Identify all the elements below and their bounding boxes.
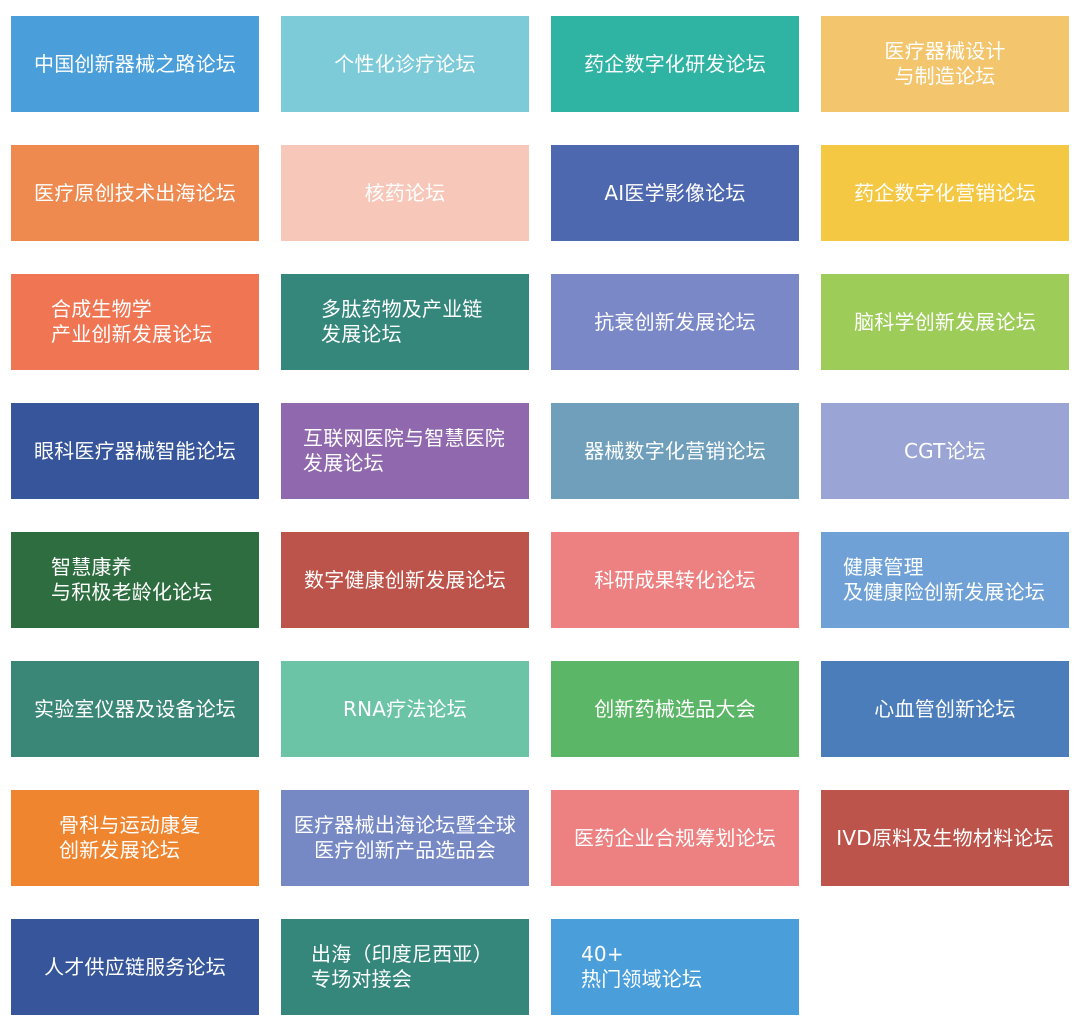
forum-tile-label: 医药企业合规筹划论坛 [574, 825, 776, 850]
forum-tile-peptide-drugs[interactable]: 多肽药物及产业链 发展论坛 [281, 274, 529, 370]
forum-tile-cardiovascular[interactable]: 心血管创新论坛 [821, 661, 1069, 757]
forum-tile-ai-medical-imaging[interactable]: AI医学影像论坛 [551, 145, 799, 241]
forum-tile-label: 互联网医院与智慧医院 发展论坛 [303, 426, 505, 475]
forum-tile-device-digital-marketing[interactable]: 器械数字化营销论坛 [551, 403, 799, 499]
forum-tile-anti-aging[interactable]: 抗衰创新发展论坛 [551, 274, 799, 370]
forum-tile-label: 40+ 热门领域论坛 [581, 942, 703, 991]
forum-tile-personalized-treatment[interactable]: 个性化诊疗论坛 [281, 16, 529, 112]
forum-tile-original-tech-overseas[interactable]: 医疗原创技术出海论坛 [11, 145, 259, 241]
forum-tile-health-management-insurance[interactable]: 健康管理 及健康险创新发展论坛 [821, 532, 1069, 628]
forum-tile-label: 医疗器械设计 与制造论坛 [884, 39, 1006, 88]
forum-tile-talent-supply-chain[interactable]: 人才供应链服务论坛 [11, 919, 259, 1015]
forum-tile-nuclear-medicine[interactable]: 核药论坛 [281, 145, 529, 241]
forum-tile-synthetic-biology[interactable]: 合成生物学 产业创新发展论坛 [11, 274, 259, 370]
forum-tile-brain-science[interactable]: 脑科学创新发展论坛 [821, 274, 1069, 370]
forum-tile-label: 数字健康创新发展论坛 [304, 567, 506, 592]
forum-tile-label: 眼科医疗器械智能论坛 [34, 438, 236, 463]
forum-tile-internet-smart-hospital[interactable]: 互联网医院与智慧医院 发展论坛 [281, 403, 529, 499]
forum-tile-research-transformation[interactable]: 科研成果转化论坛 [551, 532, 799, 628]
forum-tile-label: 核药论坛 [364, 180, 446, 205]
forum-tile-label: 抗衰创新发展论坛 [594, 309, 756, 334]
forum-tile-label: 创新药械选品大会 [594, 696, 756, 721]
forum-tile-digital-health[interactable]: 数字健康创新发展论坛 [281, 532, 529, 628]
forum-tile-label: AI医学影像论坛 [604, 180, 746, 205]
forum-tile-label: IVD原料及生物材料论坛 [836, 825, 1054, 850]
forum-tile-china-innovative-devices[interactable]: 中国创新器械之路论坛 [11, 16, 259, 112]
forum-tile-label: 药企数字化营销论坛 [854, 180, 1036, 205]
forum-tile-label: 人才供应链服务论坛 [44, 954, 226, 979]
forum-tile-pharma-digital-marketing[interactable]: 药企数字化营销论坛 [821, 145, 1069, 241]
forum-tile-label: 出海（印度尼西亚） 专场对接会 [311, 942, 493, 991]
forum-tile-ophthalmic-devices[interactable]: 眼科医疗器械智能论坛 [11, 403, 259, 499]
forum-tile-label: 合成生物学 产业创新发展论坛 [51, 297, 213, 346]
forum-tile-lab-instruments[interactable]: 实验室仪器及设备论坛 [11, 661, 259, 757]
forum-tile-cgt[interactable]: CGT论坛 [821, 403, 1069, 499]
forum-tile-label: 医疗原创技术出海论坛 [34, 180, 236, 205]
forum-tile-label: 健康管理 及健康险创新发展论坛 [843, 555, 1045, 604]
forum-tile-innovative-product-selection[interactable]: 创新药械选品大会 [551, 661, 799, 757]
forum-tile-smart-elderly-care[interactable]: 智慧康养 与积极老龄化论坛 [11, 532, 259, 628]
forum-tile-label: 中国创新器械之路论坛 [34, 51, 236, 76]
forum-tile-label: 个性化诊疗论坛 [334, 51, 476, 76]
forum-tile-label: 骨科与运动康复 创新发展论坛 [59, 813, 201, 862]
forum-tile-label: 药企数字化研发论坛 [584, 51, 766, 76]
forum-tile-rna-therapy[interactable]: RNA疗法论坛 [281, 661, 529, 757]
forum-tile-label: 实验室仪器及设备论坛 [34, 696, 236, 721]
forum-tile-label: 器械数字化营销论坛 [584, 438, 766, 463]
forum-tile-label: 医疗器械出海论坛暨全球 医疗创新产品选品会 [293, 813, 517, 862]
forum-tile-40-plus-hot-topics[interactable]: 40+ 热门领域论坛 [551, 919, 799, 1015]
forum-tile-label: CGT论坛 [904, 438, 986, 463]
forum-tile-device-overseas-global-selection[interactable]: 医疗器械出海论坛暨全球 医疗创新产品选品会 [281, 790, 529, 886]
forum-grid: 中国创新器械之路论坛 个性化诊疗论坛 药企数字化研发论坛 医疗器械设计 与制造论… [11, 16, 1069, 1015]
forum-tile-label: 心血管创新论坛 [874, 696, 1016, 721]
forum-tile-label: RNA疗法论坛 [343, 696, 467, 721]
forum-tile-label: 脑科学创新发展论坛 [854, 309, 1036, 334]
forum-tile-orthopedics-rehab[interactable]: 骨科与运动康复 创新发展论坛 [11, 790, 259, 886]
forum-tile-indonesia-matchmaking[interactable]: 出海（印度尼西亚） 专场对接会 [281, 919, 529, 1015]
forum-tile-ivd-materials[interactable]: IVD原料及生物材料论坛 [821, 790, 1069, 886]
forum-tile-pharma-digital-rnd[interactable]: 药企数字化研发论坛 [551, 16, 799, 112]
forum-tile-label: 智慧康养 与积极老龄化论坛 [51, 555, 213, 604]
forum-tile-label: 科研成果转化论坛 [594, 567, 756, 592]
forum-tile-device-design-manufacturing[interactable]: 医疗器械设计 与制造论坛 [821, 16, 1069, 112]
forum-tile-pharma-compliance[interactable]: 医药企业合规筹划论坛 [551, 790, 799, 886]
forum-tile-label: 多肽药物及产业链 发展论坛 [321, 297, 483, 346]
